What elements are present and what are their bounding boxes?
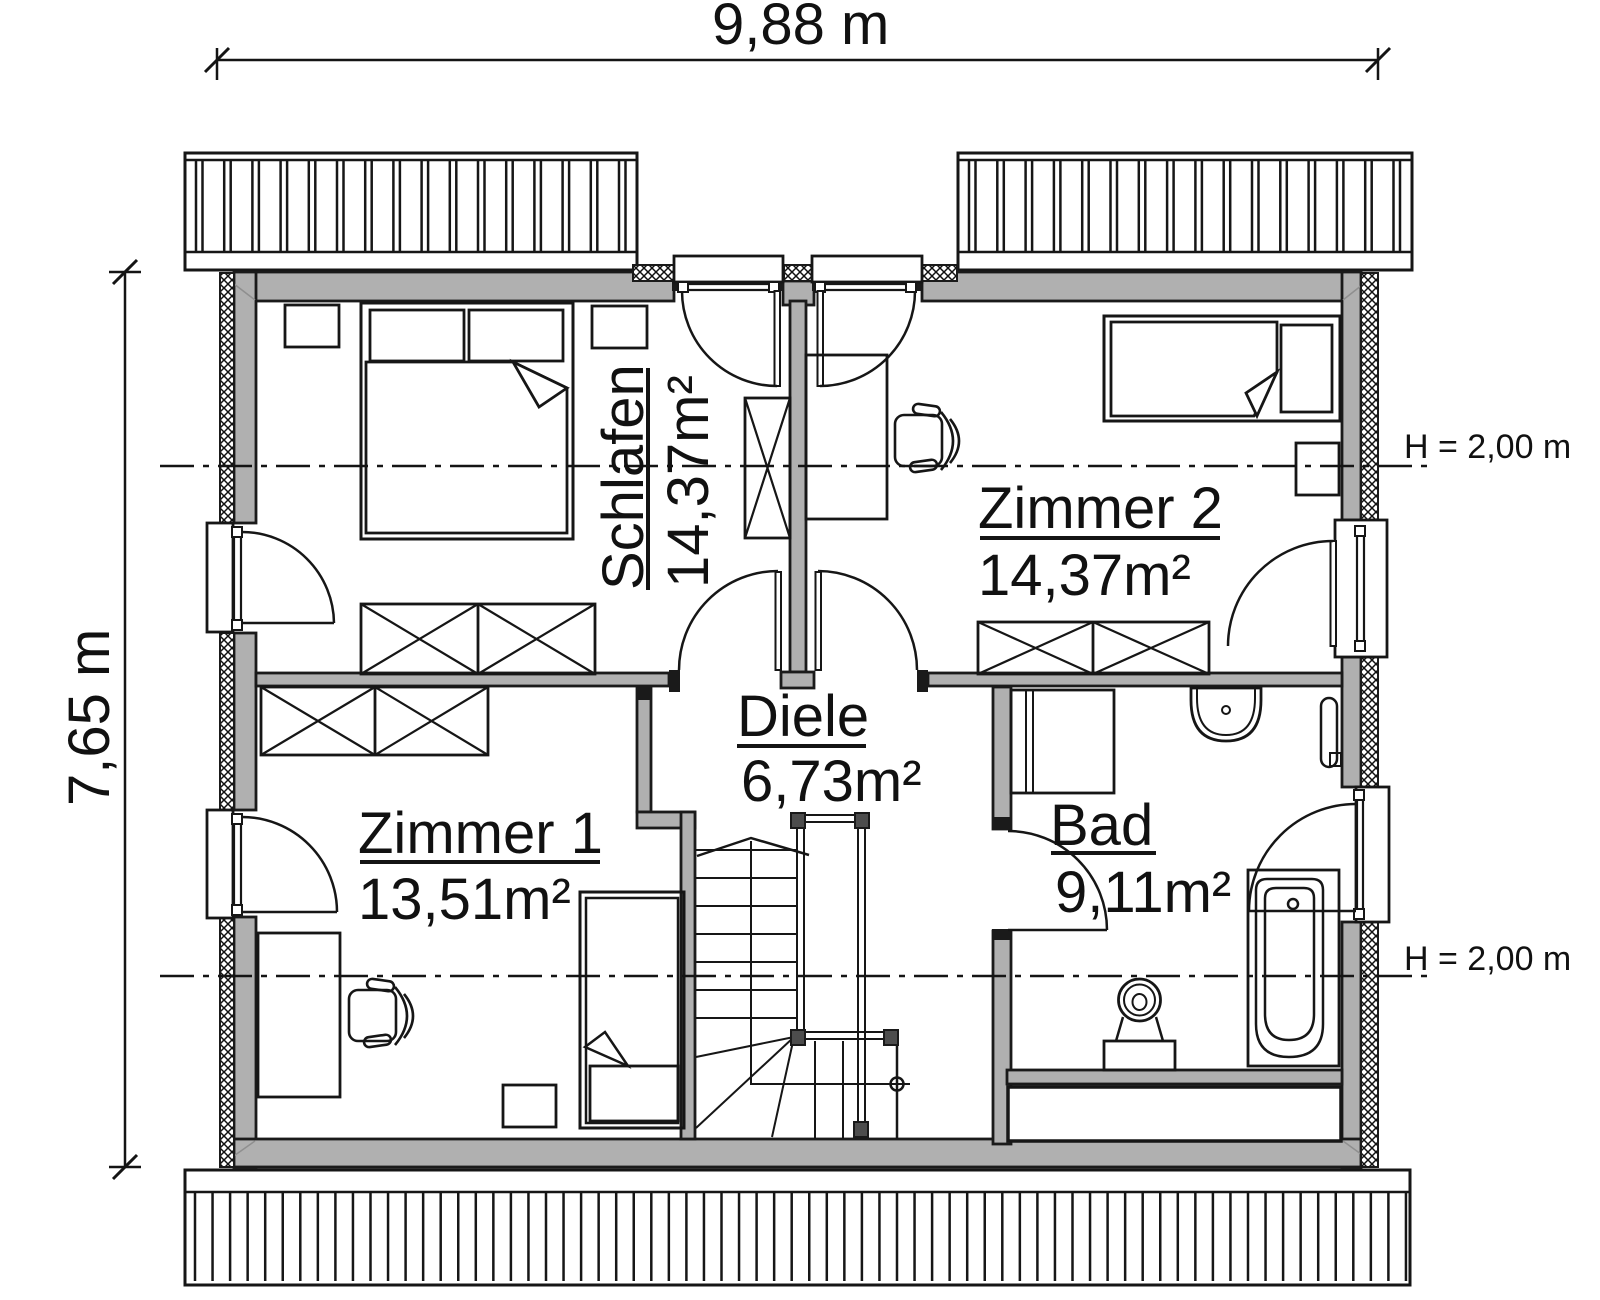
svg-text:13,51m²: 13,51m² bbox=[358, 867, 571, 932]
svg-text:Zimmer 2: Zimmer 2 bbox=[978, 476, 1223, 541]
svg-text:14,37m²: 14,37m² bbox=[656, 375, 721, 588]
svg-text:Zimmer 1: Zimmer 1 bbox=[358, 801, 603, 866]
svg-text:9,88 m: 9,88 m bbox=[712, 0, 889, 57]
svg-text:7,65 m: 7,65 m bbox=[57, 629, 122, 806]
svg-text:H = 2,00 m: H = 2,00 m bbox=[1404, 428, 1571, 466]
svg-text:Schlafen: Schlafen bbox=[591, 364, 656, 590]
svg-text:H = 2,00 m: H = 2,00 m bbox=[1404, 940, 1571, 978]
svg-text:6,73m²: 6,73m² bbox=[741, 749, 922, 814]
svg-text:14,37m²: 14,37m² bbox=[978, 543, 1191, 608]
svg-text:Diele: Diele bbox=[737, 684, 869, 749]
svg-text:Bad: Bad bbox=[1050, 793, 1153, 858]
svg-text:9,11m²: 9,11m² bbox=[1055, 860, 1231, 925]
